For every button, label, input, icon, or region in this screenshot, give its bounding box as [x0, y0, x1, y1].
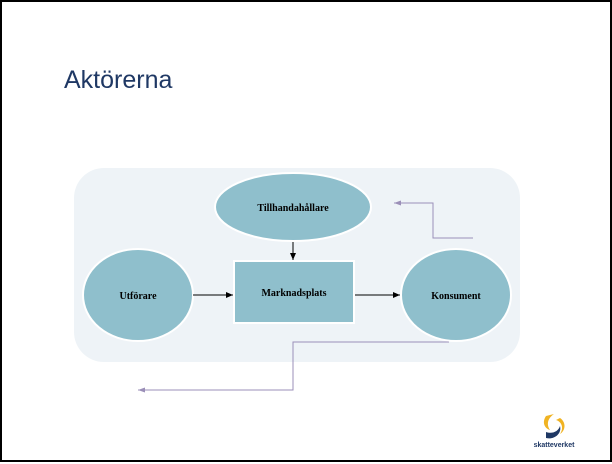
node-provider-label: Tillhandahållare — [257, 203, 329, 214]
feedback-arrow-outward — [138, 341, 449, 393]
skatteverket-logo: skatteverket — [534, 414, 576, 449]
node-performer: Utförare — [82, 248, 194, 342]
slide-title: Aktörerna — [64, 66, 173, 94]
node-performer-label: Utförare — [119, 291, 157, 302]
feedback-arrow-to-provider — [394, 200, 473, 239]
node-marketplace: Marknadsplats — [233, 260, 355, 324]
node-marketplace-label: Marknadsplats — [261, 288, 326, 299]
node-consumer-label: Konsument — [431, 291, 481, 302]
node-provider: Tillhandahållare — [214, 172, 372, 242]
logo-wordmark: skatteverket — [534, 442, 576, 449]
node-consumer: Konsument — [400, 248, 512, 342]
